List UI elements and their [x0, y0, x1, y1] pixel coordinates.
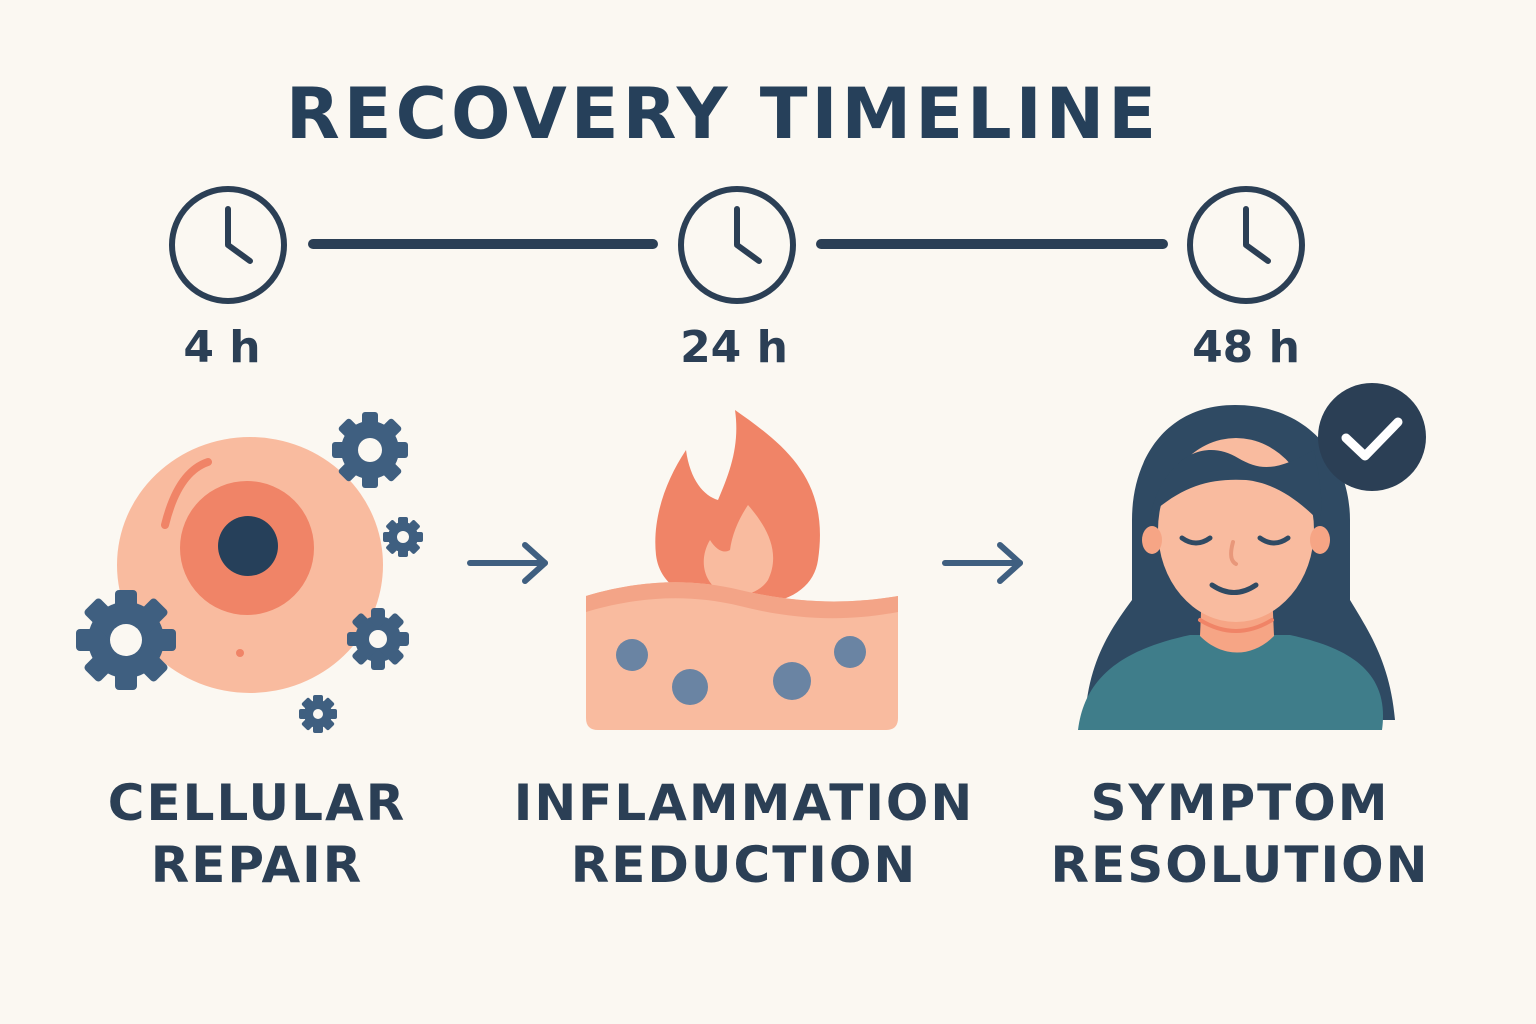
time-label: 4 h: [183, 322, 261, 373]
flame-icon: [655, 410, 820, 605]
stage-label-line: RESOLUTION: [1050, 836, 1430, 894]
stage-label: SYMPTOM RESOLUTION: [1005, 772, 1475, 896]
arrow-right-icon: [942, 542, 1023, 584]
cell-with-gears-illustration: [76, 412, 423, 733]
clock-icon: [169, 186, 287, 304]
time-label: 24 h: [680, 322, 788, 373]
stage-label-line: REPAIR: [150, 836, 364, 894]
skin-tissue: [586, 582, 898, 730]
timeline-connector: [816, 239, 1168, 249]
clock-icon: [678, 186, 796, 304]
stage-label-line: INFLAMMATION: [513, 774, 975, 832]
calm-woman-illustration: [1078, 383, 1426, 730]
flame-over-skin-illustration: [586, 410, 898, 730]
checkmark-icon: [1318, 383, 1426, 491]
stage-label: CELLULAR REPAIR: [22, 772, 492, 896]
stage-label: INFLAMMATION REDUCTION: [509, 772, 979, 896]
timeline-connector: [308, 239, 658, 249]
arrow-right-icon: [467, 542, 548, 584]
clock-icon: [1187, 186, 1305, 304]
time-label: 48 h: [1192, 322, 1300, 373]
stage-label-line: REDUCTION: [570, 836, 918, 894]
stage-label-line: SYMPTOM: [1090, 774, 1390, 832]
stage-label-line: CELLULAR: [107, 774, 407, 832]
page-title: RECOVERY TIMELINE: [285, 73, 1161, 155]
